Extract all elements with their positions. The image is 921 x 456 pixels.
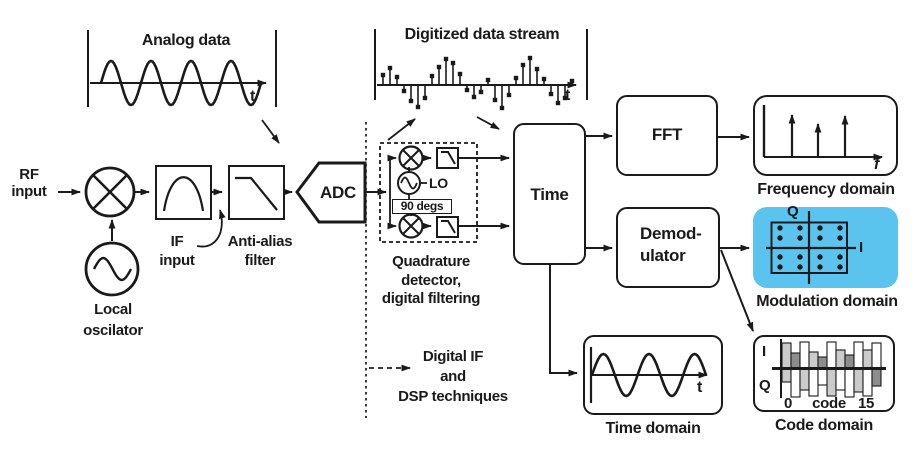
demodulator-block: Demod- ulator — [616, 207, 720, 288]
analog-t-axis-label: t — [250, 88, 256, 105]
f-axis-label: f — [874, 156, 880, 173]
frequency-domain-label: Frequency domain — [757, 181, 895, 198]
if-bandpass-filter-box — [155, 165, 212, 220]
rf-input-label: RF input — [11, 166, 47, 200]
anti-alias-label: Anti-alias filter — [227, 233, 293, 269]
analog-data-title: Analog data — [141, 32, 231, 49]
digitized-data-title: Digitized data stream — [404, 26, 560, 43]
code-domain-box — [753, 335, 895, 412]
frequency-domain-box — [753, 95, 898, 176]
if-input-label: IF input — [159, 233, 195, 269]
demodulator-label: Demod- ulator — [640, 224, 702, 265]
digital-lpf-q-box — [436, 216, 459, 238]
time-block: Time — [513, 123, 586, 265]
time-domain-t-label: t — [697, 379, 703, 396]
time-domain-box — [583, 335, 723, 415]
digital-lpf-i-box — [436, 147, 459, 169]
time-domain-label: Time domain — [605, 420, 701, 437]
code-domain-label: Code domain — [774, 417, 874, 434]
time-block-label: Time — [530, 185, 569, 204]
digital-if-caption: Digital IF and DSP techniques — [398, 348, 508, 405]
digitized-t-axis-label: t — [565, 87, 571, 104]
adc-label: ADC — [320, 183, 356, 202]
quadrature-caption: Quadrature detector, digital filtering — [381, 253, 481, 307]
modulation-domain-label: Modulation domain — [756, 293, 898, 310]
local-oscillator-label: Local oscilator — [83, 301, 143, 339]
phase-shift-box: 90 degs — [392, 199, 452, 214]
code-q-label: Q — [759, 377, 771, 394]
code-axis-mid: code — [812, 395, 846, 412]
fft-block: FFT — [616, 95, 718, 176]
code-axis-end: 15 — [858, 395, 875, 412]
code-axis-start: 0 — [784, 395, 793, 412]
constellation-i-label: I — [859, 239, 863, 256]
lo-label: LO — [429, 175, 448, 191]
modulation-domain-box — [753, 207, 898, 288]
fft-block-label: FFT — [651, 125, 683, 144]
code-i-label: I — [762, 343, 766, 360]
constellation-q-label: Q — [787, 203, 799, 220]
anti-alias-filter-box — [228, 165, 285, 220]
